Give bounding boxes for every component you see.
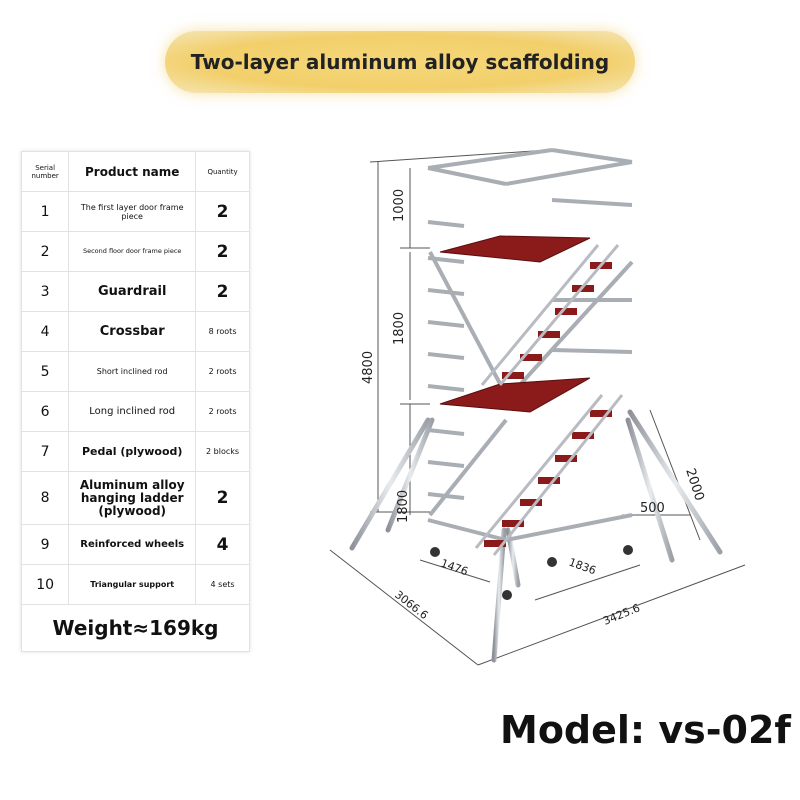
wheels	[430, 545, 633, 600]
qty-cell: 8 roots	[195, 311, 250, 352]
weight-label: Weight≈169kg	[21, 604, 250, 652]
name-cell: Guardrail	[68, 271, 197, 312]
header-quantity: Quantity	[195, 151, 250, 192]
name-cell: Pedal (plywood)	[68, 431, 197, 472]
qty-cell: 2	[195, 231, 250, 272]
wheel-icon	[430, 547, 440, 557]
dim-length: 1836	[567, 556, 598, 578]
page-title: Two-layer aluminum alloy scaffolding	[190, 50, 610, 74]
qty-cell: 2 roots	[195, 391, 250, 432]
ladder-steps	[484, 262, 612, 547]
table-header-row: Serial number Product name Quantity	[20, 151, 250, 192]
parts-table: Serial number Product name Quantity 1 Th…	[20, 151, 250, 652]
name-cell: Second floor door frame piece	[68, 231, 197, 272]
dim-mid-height: 1800	[392, 312, 407, 345]
dim-top-height: 1000	[392, 189, 407, 222]
qty-cell: 4	[195, 524, 250, 565]
serial-cell: 2	[20, 231, 70, 272]
dim-bottom-height: 1800	[396, 490, 411, 523]
wheel-icon	[502, 590, 512, 600]
platforms	[439, 235, 591, 413]
dim-total-height: 4800	[361, 351, 376, 384]
table-row: 10 Triangular support 4 sets	[20, 564, 250, 605]
header-serial: Serial number	[20, 151, 70, 192]
weight-row: Weight≈169kg	[21, 604, 250, 652]
table-row: 2 Second floor door frame piece 2	[20, 231, 250, 272]
serial-cell: 7	[20, 431, 70, 472]
frame-rungs	[427, 148, 633, 542]
serial-cell: 1	[20, 191, 70, 232]
serial-cell: 5	[20, 351, 70, 392]
wheel-icon	[547, 557, 557, 567]
dim-base-width: 3066.6	[392, 588, 430, 622]
table-row: 9 Reinforced wheels 4	[20, 524, 250, 565]
wheel-icon	[623, 545, 633, 555]
model-label: Model: vs-02f	[500, 708, 791, 752]
dim-base-length: 3425.6	[601, 601, 642, 627]
table-row: 5 Short inclined rod 2 roots	[20, 351, 250, 392]
name-cell: Crossbar	[68, 311, 197, 352]
ladder-rails	[474, 244, 624, 556]
name-cell: Reinforced wheels	[68, 524, 197, 565]
dim-offset: 500	[640, 501, 665, 516]
dim-width: 1476	[439, 557, 470, 579]
table-row: 4 Crossbar 8 roots	[20, 311, 250, 352]
upper-platform	[439, 235, 591, 263]
table-row: 3 Guardrail 2	[20, 271, 250, 312]
serial-cell: 10	[20, 564, 70, 605]
name-cell: Triangular support	[68, 564, 197, 605]
serial-cell: 9	[20, 524, 70, 565]
serial-cell: 4	[20, 311, 70, 352]
serial-cell: 6	[20, 391, 70, 432]
qty-cell: 2	[195, 191, 250, 232]
qty-cell: 4 sets	[195, 564, 250, 605]
qty-cell: 2	[195, 271, 250, 312]
serial-cell: 8	[20, 471, 70, 525]
title-banner: Two-layer aluminum alloy scaffolding	[165, 31, 635, 93]
qty-cell: 2 roots	[195, 351, 250, 392]
lower-platform	[439, 377, 591, 413]
name-cell: Short inclined rod	[68, 351, 197, 392]
